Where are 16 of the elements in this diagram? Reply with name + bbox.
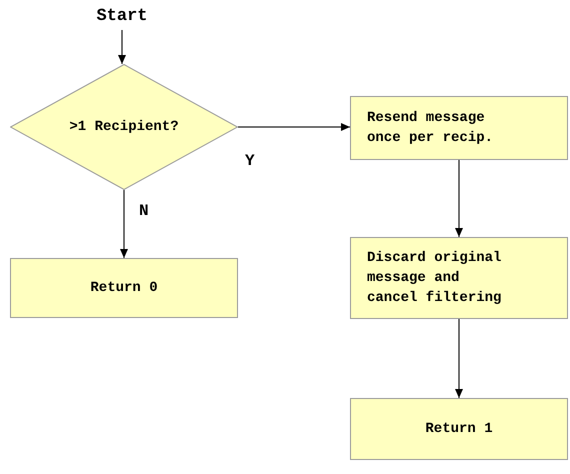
process-box [350, 96, 568, 160]
arrow [455, 160, 463, 238]
arrow [120, 190, 128, 258]
box-text: Return 0 [90, 279, 158, 298]
start-text: Start [96, 7, 148, 27]
arrow [455, 318, 463, 398]
arrow [238, 123, 350, 131]
process-box [350, 398, 568, 460]
process-box [10, 258, 238, 318]
decision-text: >1 Recipient? [69, 118, 179, 137]
decision-diamond [10, 64, 238, 190]
box-text: Resend message once per recip. [367, 109, 494, 148]
process-box [350, 237, 568, 319]
box-text: Return 1 [425, 420, 493, 439]
box-text: Discard original message and cancel filtering [367, 249, 502, 308]
arrow [118, 30, 126, 64]
